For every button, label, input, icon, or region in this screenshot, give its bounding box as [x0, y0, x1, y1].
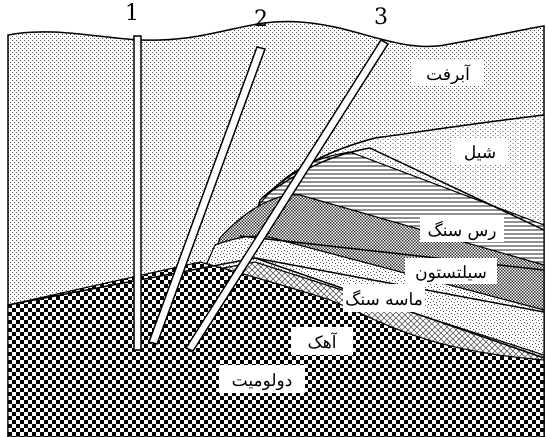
layer-label-sandstone: ماسه سنگ — [345, 289, 423, 310]
layer-label-siltstone: سیلتستون — [415, 263, 487, 283]
label-dolomite: دولومیت — [219, 365, 305, 393]
label-sandstone: ماسه سنگ — [343, 284, 425, 312]
label-limestone: آهک — [291, 327, 353, 355]
layer-label-dolomite: دولومیت — [232, 371, 293, 391]
borehole-label-2: 2 — [254, 7, 268, 32]
label-claystone: رس سنگ — [420, 216, 504, 242]
label-alluvium: آبرفت — [412, 60, 484, 86]
layer-label-claystone: رس سنگ — [428, 220, 497, 241]
borehole-2 — [148, 46, 266, 345]
borehole-1 — [133, 35, 142, 351]
borehole-3 — [184, 38, 390, 352]
label-shale: شیل — [452, 138, 508, 164]
borehole-label-1: 1 — [125, 1, 139, 26]
layer-label-alluvium: آبرفت — [426, 63, 471, 85]
layer-label-limestone: آهک — [308, 331, 338, 353]
layer-label-shale: شیل — [464, 143, 496, 163]
label-siltstone: سیلتستون — [405, 258, 497, 284]
borehole-label-3: 3 — [374, 5, 388, 30]
